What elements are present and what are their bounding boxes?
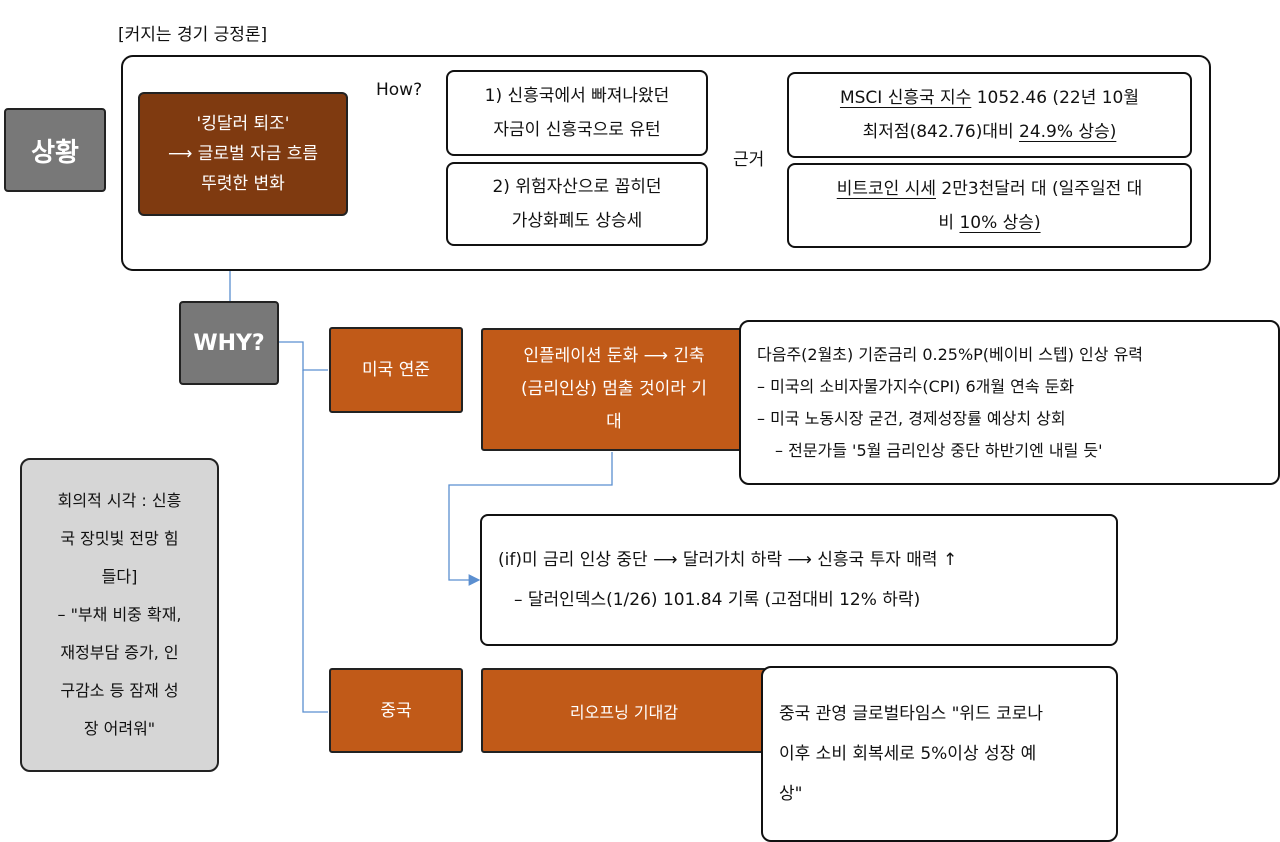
us-detail-line-2: – 미국의 소비자물가지수(CPI) 6개월 연속 둔화 xyxy=(757,376,1075,396)
us-expectation-line-1: 인플레이션 둔화 ⟶ 긴축 xyxy=(523,346,705,366)
skeptic-line-2: 국 장밋빛 전망 힘 xyxy=(60,529,179,548)
skeptic-line-5: 재정부담 증가, 인 xyxy=(60,643,179,662)
skeptic-line-3: 들다] xyxy=(101,567,138,586)
evidence-2-rise: 10% 상승) xyxy=(959,212,1041,233)
evidence-2-box: 비트코인 시세 2만3천달러 대 (일주일전 대 비 10% 상승) xyxy=(787,163,1192,248)
us-detail-line-1: 다음주(2월초) 기준금리 0.25%P(베이비 스텝) 인상 유력 xyxy=(757,344,1144,364)
china-quote-box: 중국 관영 글로벌타임스 "위드 코로나 이후 소비 회복세로 5%이상 성장 … xyxy=(761,666,1118,842)
why-label: WHY? xyxy=(179,301,279,385)
situation-label: 상황 xyxy=(4,108,106,192)
reopening-box: 리오프닝 기대감 xyxy=(481,668,767,753)
us-expectation-line-3: 대 xyxy=(606,412,622,432)
us-fed-box: 미국 연준 xyxy=(329,327,463,413)
us-expectation-box: 인플레이션 둔화 ⟶ 긴축 (금리인상) 멈출 것이라 기 대 xyxy=(481,328,747,451)
evidence-1-box: MSCI 신흥국 지수 1052.46 (22년 10월 최저점(842.76)… xyxy=(787,72,1192,158)
china-quote-line-3: 상" xyxy=(779,784,803,804)
evidence-1-low: 최저점(842.76)대비 xyxy=(862,122,1020,142)
reopening-label: 리오프닝 기대감 xyxy=(569,702,679,722)
skeptic-line-7: 장 어려워" xyxy=(83,719,156,738)
basis-label: 근거 xyxy=(733,150,765,170)
skeptic-line-6: 구감소 등 잠재 성 xyxy=(60,681,179,700)
evidence-2-value: 2만3천달러 대 (일주일전 대 xyxy=(935,178,1143,199)
dollar-index-line: – 달러인덱스(1/26) 101.84 기록 (고점대비 12% 하락) xyxy=(514,590,921,610)
point-1-box: 1) 신흥국에서 빠져나왔던 자금이 신흥국으로 유턴 xyxy=(446,70,708,156)
main-line-3: 뚜렷한 변화 xyxy=(201,174,285,194)
if-scenario-line: (if)미 금리 인상 중단 ⟶ 달러가치 하락 ⟶ 신흥국 투자 매력 ↑ xyxy=(498,550,958,570)
point-1-line-2: 자금이 신흥국으로 유턴 xyxy=(493,120,661,140)
evidence-1-index: MSCI 신흥국 지수 xyxy=(839,88,972,108)
skeptic-line-4: – "부채 비중 확재, xyxy=(57,605,182,624)
us-fed-label: 미국 연준 xyxy=(362,360,430,380)
point-2-line-2: 가상화폐도 상승세 xyxy=(511,211,643,231)
evidence-1-value: 1052.46 (22년 10월 xyxy=(971,88,1140,108)
page-title: [커지는 경기 긍정론] xyxy=(118,25,268,45)
evidence-2-item: 비트코인 시세 xyxy=(836,178,936,199)
us-detail-line-4: – 전문가들 '5월 금리인상 중단 하반기엔 내릴 듯' xyxy=(775,440,1103,460)
point-2-line-1: 2) 위험자산으로 꼽히던 xyxy=(492,177,662,197)
evidence-2-prefix: 비 xyxy=(938,212,960,233)
us-expectation-line-2: (금리인상) 멈출 것이라 기 xyxy=(521,379,707,399)
us-details-box: 다음주(2월초) 기준금리 0.25%P(베이비 스텝) 인상 유력 – 미국의… xyxy=(739,320,1280,485)
point-1-line-1: 1) 신흥국에서 빠져나왔던 xyxy=(484,86,670,106)
point-2-box: 2) 위험자산으로 꼽히던 가상화폐도 상승세 xyxy=(446,162,708,246)
china-quote-line-1: 중국 관영 글로벌타임스 "위드 코로나 xyxy=(779,704,1044,724)
skeptic-line-1: 회의적 시각 : 신흥 xyxy=(57,491,182,510)
china-box: 중국 xyxy=(329,668,463,753)
main-line-1: '킹달러 퇴조' xyxy=(196,114,290,134)
china-label: 중국 xyxy=(380,700,412,721)
evidence-1-rise: 24.9% 상승) xyxy=(1019,122,1117,142)
skeptic-box: 회의적 시각 : 신흥 국 장밋빛 전망 힘 들다] – "부채 비중 확재, … xyxy=(20,458,219,772)
china-quote-line-2: 이후 소비 회복세로 5%이상 성장 예 xyxy=(779,744,1037,764)
us-if-box: (if)미 금리 인상 중단 ⟶ 달러가치 하락 ⟶ 신흥국 투자 매력 ↑ –… xyxy=(480,514,1118,646)
how-label: How? xyxy=(376,80,423,100)
us-detail-line-3: – 미국 노동시장 굳건, 경제성장률 예상치 상회 xyxy=(757,408,1066,428)
main-change-box: '킹달러 퇴조' ⟶ 글로벌 자금 흐름 뚜렷한 변화 xyxy=(138,92,348,216)
main-line-2: ⟶ 글로벌 자금 흐름 xyxy=(167,144,319,164)
